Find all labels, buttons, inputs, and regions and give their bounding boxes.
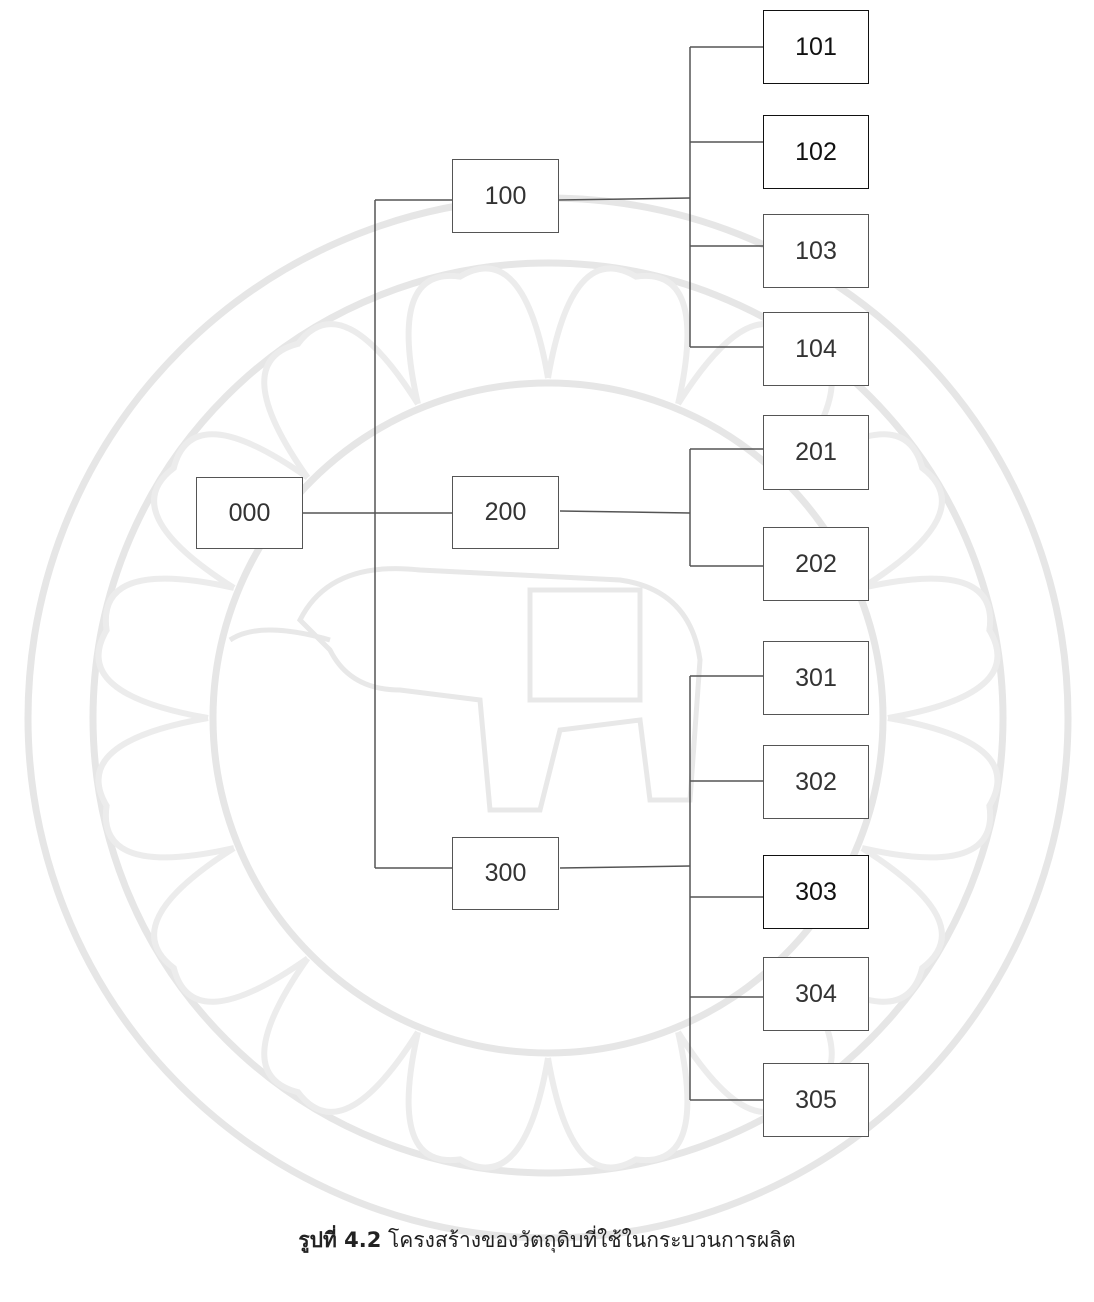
figure-caption-label: รูปที่ 4.2 <box>298 1228 381 1252</box>
node-100: 100 <box>452 159 559 233</box>
node-303: 303 <box>763 855 869 929</box>
node-304: 304 <box>763 957 869 1031</box>
node-101: 101 <box>763 10 869 84</box>
node-202: 202 <box>763 527 869 601</box>
node-201: 201 <box>763 415 869 490</box>
node-300: 300 <box>452 837 559 910</box>
node-000: 000 <box>196 477 303 549</box>
figure-caption-text: โครงสร้างของวัตถุดิบที่ใช้ในกระบวนการผลิ… <box>381 1228 795 1252</box>
node-200: 200 <box>452 476 559 549</box>
figure-caption: รูปที่ 4.2 โครงสร้างของวัตถุดิบที่ใช้ในก… <box>0 1224 1094 1257</box>
node-301: 301 <box>763 641 869 715</box>
node-103: 103 <box>763 214 869 288</box>
node-305: 305 <box>763 1063 869 1137</box>
node-302: 302 <box>763 745 869 819</box>
node-102: 102 <box>763 115 869 189</box>
node-104: 104 <box>763 312 869 386</box>
